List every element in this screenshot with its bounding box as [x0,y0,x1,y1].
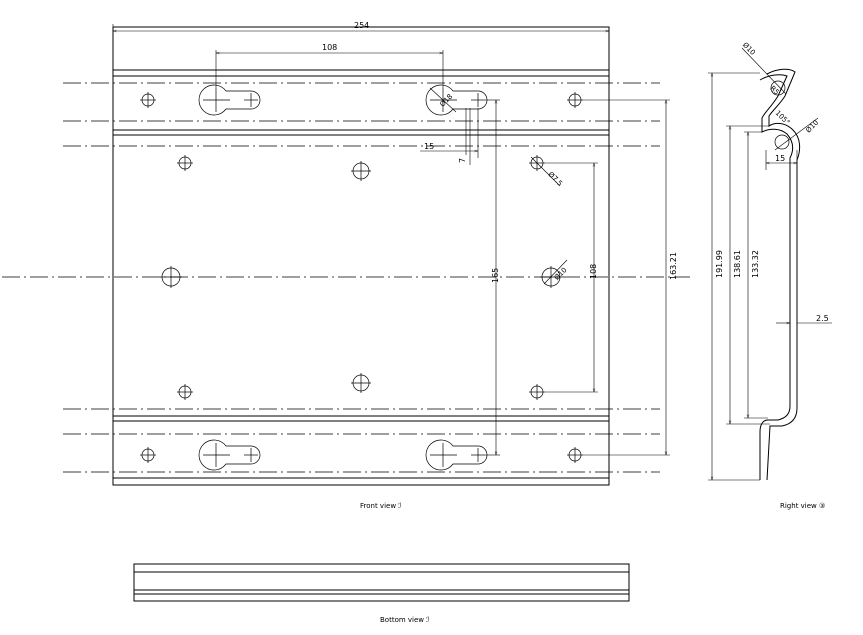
front-view-label: Front view ℐ [360,502,402,510]
hole-medium [351,373,371,393]
front-view: 254 108 15 7 Ø18 Ø7.5 Ø10 165 108 163.21 [2,21,690,510]
dim-dia-10-top: Ø10 [741,41,757,57]
bottom-view-label: Bottom view ℐ [380,616,430,624]
dim-2-5: 2.5 [816,314,829,323]
hole-medium [160,266,182,288]
right-view: 191.99 138.61 133.32 15 2.5 Ø10 R5 105° … [708,41,832,510]
hole-small [140,447,156,463]
dim-15-right: 15 [775,154,785,163]
dim-254: 254 [354,21,369,30]
dim-133-32: 133.32 [751,250,760,278]
front-plate-outline [112,26,610,486]
hole-medium [351,161,371,181]
right-view-label: Right view ③ [780,502,825,510]
dim-7-slot: 7 [458,158,467,163]
dim-163-21: 163.21 [669,252,678,280]
dim-138-61: 138.61 [733,250,742,278]
bottom-view: Bottom view ℐ [133,563,630,624]
dim-dia-18: Ø18 [438,93,454,109]
keyhole-slot [198,439,261,471]
hole-small [567,447,583,463]
keyhole-slot [425,84,488,116]
hole-small [567,92,583,108]
keyhole-slot [198,84,261,116]
bottom-outline [133,563,630,602]
dim-dia-10-mid: Ø10 [804,119,820,135]
right-profile [766,68,801,481]
keyhole-slot [425,439,488,471]
dim-165: 165 [491,268,500,283]
hole-small [177,155,193,171]
hole-small [140,92,156,108]
dim-191-99: 191.99 [715,250,724,278]
hole-small [529,384,545,400]
dim-108: 108 [322,43,337,52]
dim-dia-7-5: Ø7.5 [547,170,564,187]
dim-dia-10: Ø10 [553,266,569,282]
hole-small [177,384,193,400]
dim-108-vert: 108 [589,264,598,279]
dim-15-slot: 15 [424,142,434,151]
